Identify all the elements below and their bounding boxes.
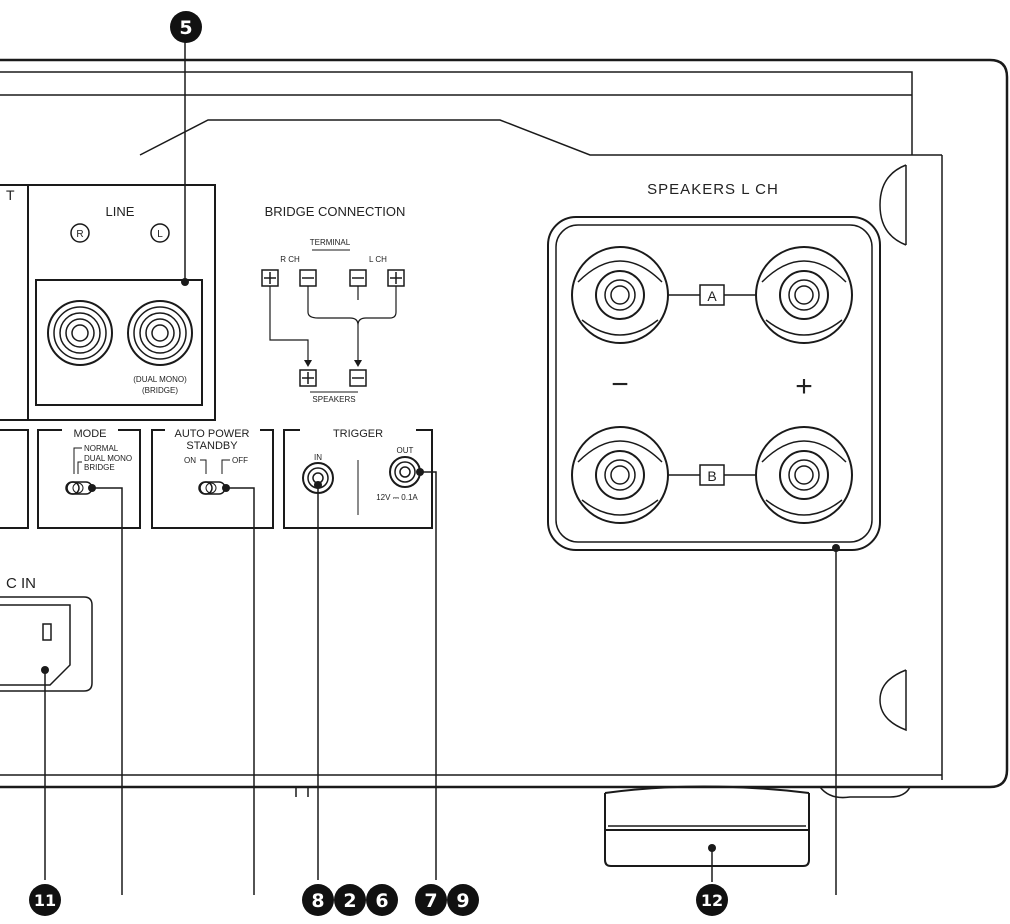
- bridge-label: (BRIDGE): [142, 386, 178, 395]
- marker-7: 7: [415, 884, 447, 916]
- leader-lines: [41, 42, 840, 895]
- trigger-out-label: OUT: [397, 446, 414, 455]
- svg-text:12: 12: [701, 891, 723, 910]
- trigger-in-label: IN: [314, 453, 322, 462]
- r-jack-label: R: [76, 229, 83, 240]
- bridge-connection-diagram: BRIDGE CONNECTION TERMINAL R CH L CH: [261, 204, 406, 404]
- mode-switch-panel: MODE NORMAL DUAL MONO BRIDGE: [0, 428, 141, 529]
- marker-9: 9: [447, 884, 479, 916]
- terminal-a-label: A: [707, 288, 717, 304]
- auto-on-label: ON: [184, 456, 196, 465]
- out-label-fragment: T: [6, 187, 15, 203]
- terminal-label: TERMINAL: [310, 238, 351, 247]
- marker-2: 2: [334, 884, 366, 916]
- binding-post-a-minus[interactable]: [571, 246, 669, 344]
- l-jack-label: L: [157, 229, 163, 240]
- speakers-l-ch-panel: SPEAKERS L CH: [547, 181, 881, 551]
- auto-off-label: OFF: [232, 456, 248, 465]
- mode-dual-mono-label: DUAL MONO: [84, 454, 132, 463]
- terminal-b-label: B: [707, 468, 716, 484]
- auto-power-title-2: STANDBY: [186, 440, 238, 452]
- svg-text:7: 7: [424, 890, 437, 912]
- dual-mono-label: (DUAL MONO): [133, 375, 187, 384]
- mode-title: MODE: [74, 428, 107, 440]
- mode-normal-label: NORMAL: [84, 444, 119, 453]
- bridge-terminal-r-plus: [261, 269, 279, 287]
- svg-text:9: 9: [456, 890, 469, 912]
- marker-11: 11: [29, 884, 61, 916]
- trigger-out-jack[interactable]: [389, 456, 421, 488]
- rca-jack-l[interactable]: [127, 300, 193, 366]
- trigger-panel: TRIGGER IN OUT 12V ⎓ 0.1A: [283, 428, 433, 529]
- speakers-small-label: SPEAKERS: [312, 395, 355, 404]
- ac-in-label: C IN: [6, 575, 36, 592]
- auto-power-standby-panel: AUTO POWER STANDBY ON OFF: [151, 428, 274, 529]
- r-ch-label: R CH: [280, 255, 300, 264]
- plus-sign-label: +: [795, 370, 813, 403]
- binding-post-b-minus[interactable]: [571, 426, 669, 524]
- rca-jack-r[interactable]: [47, 300, 113, 366]
- marker-5: 5: [170, 11, 202, 43]
- bridge-terminal-l-minus: [349, 269, 367, 287]
- svg-text:8: 8: [311, 890, 324, 912]
- mode-bridge-label: BRIDGE: [84, 463, 115, 472]
- bridge-terminal-l-plus: [387, 269, 405, 287]
- minus-sign-label: −: [611, 368, 629, 401]
- bridge-terminal-r-minus: [299, 269, 317, 287]
- chassis-outline: [0, 58, 1009, 799]
- bridge-connection-title: BRIDGE CONNECTION: [265, 204, 406, 219]
- line-output-panel: T LINE R L (DUAL MONO) (BRIDGE): [0, 184, 216, 421]
- l-ch-label: L CH: [369, 255, 387, 264]
- speaker-output-minus: [349, 369, 367, 387]
- marker-12: 12: [696, 884, 728, 916]
- svg-text:2: 2: [343, 890, 356, 912]
- speakers-l-ch-title: SPEAKERS L CH: [647, 181, 779, 198]
- marker-6: 6: [366, 884, 398, 916]
- foot: [604, 785, 810, 867]
- svg-text:6: 6: [375, 890, 388, 912]
- svg-text:5: 5: [179, 17, 192, 39]
- ac-inlet-panel: C IN: [0, 575, 93, 692]
- auto-power-title-1: AUTO POWER: [175, 428, 250, 440]
- trigger-title: TRIGGER: [333, 428, 383, 440]
- line-label: LINE: [106, 204, 135, 219]
- auto-power-toggle-switch[interactable]: [198, 481, 226, 495]
- svg-text:11: 11: [34, 891, 56, 910]
- marker-8: 8: [302, 884, 334, 916]
- binding-post-b-plus[interactable]: [755, 426, 853, 524]
- trigger-spec-label: 12V ⎓ 0.1A: [376, 493, 418, 502]
- speaker-output-plus: [299, 369, 317, 387]
- binding-post-a-plus[interactable]: [755, 246, 853, 344]
